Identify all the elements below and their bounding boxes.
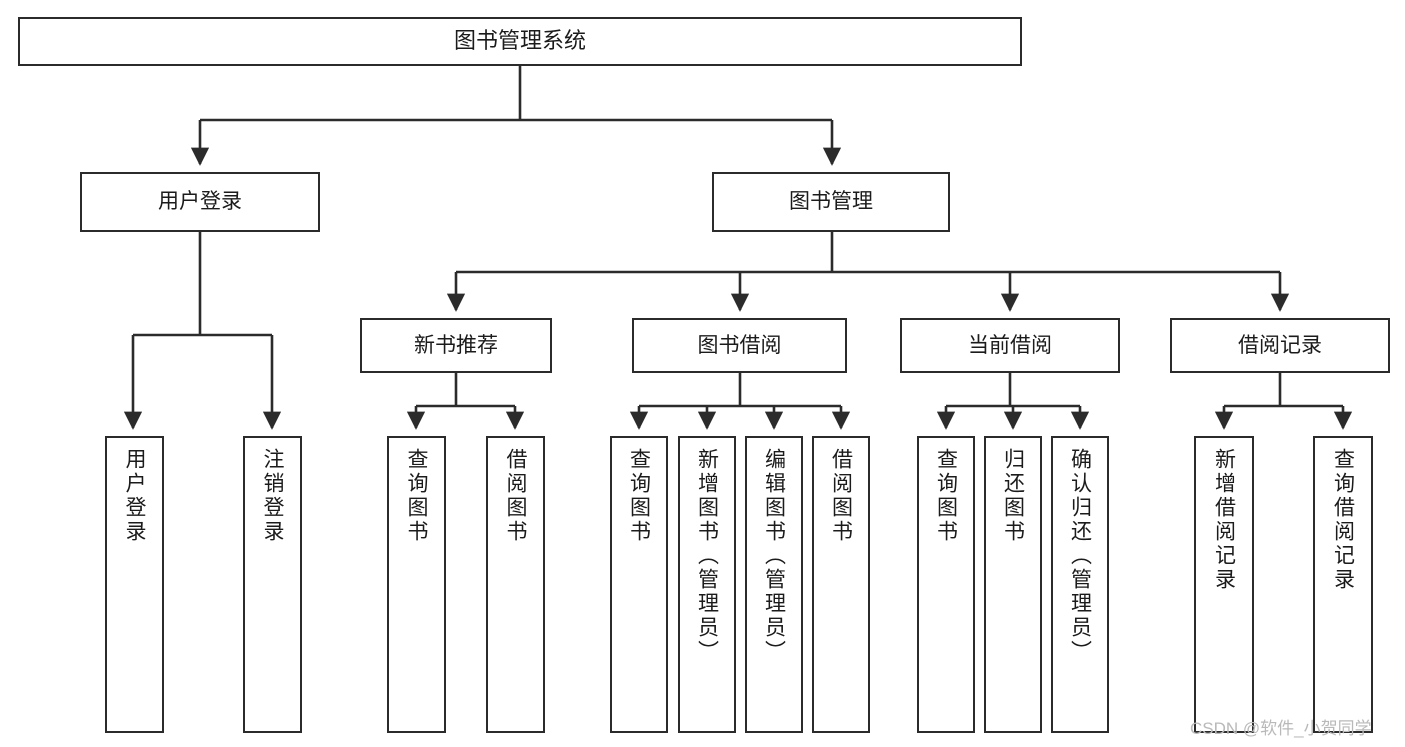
node-label: 借阅图书 — [829, 448, 853, 544]
node-label: 注销登录 — [261, 448, 284, 544]
node-label: 图书管理系统 — [453, 28, 586, 54]
node-book-management[interactable]: 图书管理 — [712, 172, 950, 232]
node-label: 借阅记录 — [1238, 333, 1322, 357]
node-user-login[interactable]: 用户登录 — [80, 172, 320, 232]
node-label: 用户登录 — [158, 190, 242, 214]
node-label: 新增借阅记录 — [1212, 448, 1236, 592]
node-borrow-records[interactable]: 借阅记录 — [1170, 318, 1390, 373]
node-leaf-edit-book[interactable]: 编辑图书（管理员） — [745, 436, 803, 733]
node-label: 图书借阅 — [697, 333, 782, 357]
node-leaf-query-book-borrow[interactable]: 查询图书 — [610, 436, 668, 733]
node-leaf-borrow-book[interactable]: 借阅图书 — [812, 436, 870, 733]
node-leaf-borrow-book-rec[interactable]: 借阅图书 — [486, 436, 545, 733]
node-label: 归还图书 — [1001, 448, 1025, 544]
node-leaf-return-book[interactable]: 归还图书 — [984, 436, 1042, 733]
node-root[interactable]: 图书管理系统 — [18, 17, 1022, 66]
node-label: 编辑图书（管理员） — [762, 448, 786, 664]
node-new-book-recommend[interactable]: 新书推荐 — [360, 318, 552, 373]
node-leaf-query-borrow-record[interactable]: 查询借阅记录 — [1313, 436, 1373, 733]
node-leaf-confirm-return[interactable]: 确认归还（管理员） — [1051, 436, 1109, 733]
node-label: 新增图书（管理员） — [695, 448, 719, 664]
node-leaf-add-borrow-record[interactable]: 新增借阅记录 — [1194, 436, 1254, 733]
node-leaf-query-book-rec[interactable]: 查询图书 — [387, 436, 446, 733]
node-label: 新书推荐 — [414, 333, 498, 357]
node-leaf-query-book-current[interactable]: 查询图书 — [917, 436, 975, 733]
node-leaf-user-login[interactable]: 用户登录 — [105, 436, 164, 733]
node-current-borrow[interactable]: 当前借阅 — [900, 318, 1120, 373]
node-label: 确认归还（管理员） — [1068, 448, 1092, 664]
node-label: 当前借阅 — [968, 333, 1052, 357]
node-book-borrow[interactable]: 图书借阅 — [632, 318, 847, 373]
node-label: 查询图书 — [627, 448, 651, 544]
node-label: 查询图书 — [934, 448, 958, 544]
node-label: 查询借阅记录 — [1331, 448, 1355, 592]
node-label: 查询图书 — [405, 448, 428, 544]
node-label: 用户登录 — [123, 448, 146, 544]
node-label: 借阅图书 — [504, 448, 527, 544]
node-label: 图书管理 — [789, 190, 873, 214]
node-leaf-add-book[interactable]: 新增图书（管理员） — [678, 436, 736, 733]
node-leaf-logout[interactable]: 注销登录 — [243, 436, 302, 733]
